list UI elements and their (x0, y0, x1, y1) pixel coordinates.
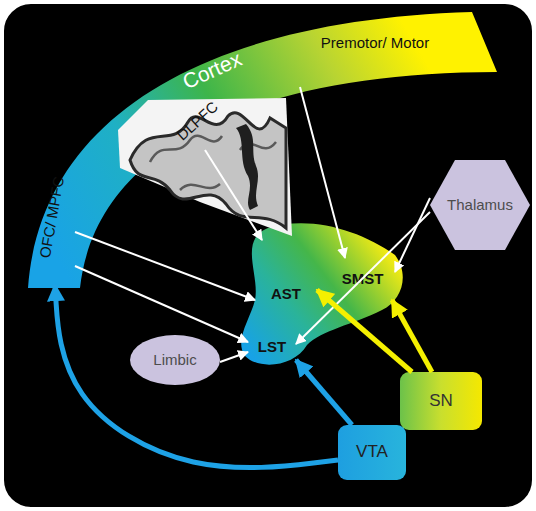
node-label: SMST (342, 271, 384, 288)
connector-arrow (55, 285, 338, 468)
thalamus-hexagon: Thalamus (430, 160, 530, 250)
striatum-shape (241, 223, 403, 364)
brain-slice-image (118, 98, 292, 236)
connector-arrow (392, 300, 432, 372)
striatum-region: SMST (330, 258, 395, 300)
connector-arrow (75, 232, 255, 300)
node-label: AST (271, 286, 301, 303)
connector-arrow (395, 198, 430, 272)
cortex-region: OFC/ MPFC (30, 150, 75, 285)
connector-arrow (300, 87, 345, 258)
nucleus-box: VTA (338, 425, 406, 480)
nucleus-box: SN (400, 372, 482, 430)
node-label: OFC/ MPFC (37, 175, 68, 259)
brain-gyri (130, 113, 286, 228)
limbic-ellipse: Limbic (130, 335, 220, 385)
node-label: SN (429, 392, 453, 411)
node-label: Limbic (153, 352, 196, 369)
connector-arrow (220, 352, 248, 362)
connector-arrow (75, 266, 248, 342)
frame-panel (3, 3, 533, 508)
connector-arrow (317, 290, 412, 372)
brain-fissure (236, 124, 258, 210)
node-label: Thalamus (447, 197, 513, 214)
ellipse-shape (130, 335, 220, 385)
connector-arrow (296, 360, 352, 425)
node-label: VTA (356, 443, 388, 462)
cortex-region: DLPFC (160, 92, 235, 150)
node-label: DLPFC (174, 98, 222, 143)
striatum-region: LST (248, 330, 296, 364)
striatum-region: AST (255, 240, 317, 308)
node-label: Premotor/ Motor (321, 35, 429, 52)
connector-arrow (296, 212, 430, 344)
hexagon-shape (430, 160, 530, 250)
connector-arrow (205, 150, 262, 240)
cortex-region: Premotor/ Motor (295, 25, 455, 87)
cortex-band-path (28, 12, 497, 288)
node-label: LST (258, 339, 286, 356)
